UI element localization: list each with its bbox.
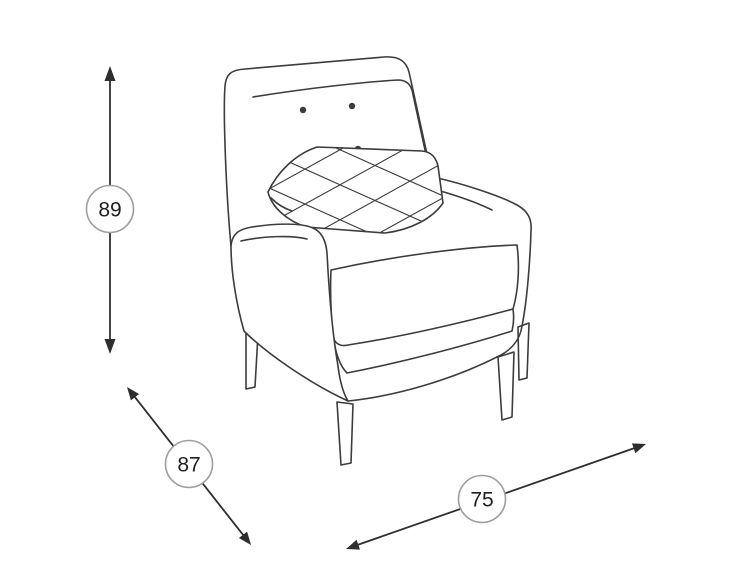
height-value-label: 89 [98,199,121,222]
depth-value-label: 87 [177,454,200,477]
right-arm [431,176,532,357]
front-right-leg [497,351,515,421]
height-dimension: 89 [85,66,135,354]
base-front-edge [347,355,500,402]
arrow-up-right-icon [632,443,646,454]
arrow-up-icon [104,66,116,81]
chair-back-inner-edge [252,79,431,174]
depth-dimension: 87 [127,387,251,545]
arrow-down-left-icon [346,539,360,550]
arrow-up-left-icon [127,387,140,401]
back-right-leg [517,322,530,381]
button-dot [299,106,307,114]
width-dimension: 75 [346,443,646,550]
seat-cushion-thickness [332,308,515,374]
width-value-label: 75 [470,489,493,512]
button-dot [348,102,356,110]
height-value-badge [85,184,135,234]
arrow-down-right-icon [238,531,251,545]
right-arm-roll-line [436,189,493,211]
depth-value-badge [164,439,214,489]
arrow-down-icon [104,339,116,354]
left-arm-roll-line [240,235,308,242]
pillow [267,146,444,234]
width-value-badge [457,474,507,524]
left-arm [230,223,349,402]
armchair-drawing [223,56,532,466]
front-left-leg [336,401,354,466]
seat-cushion [329,244,520,347]
pillow-corner-fold [270,197,293,212]
